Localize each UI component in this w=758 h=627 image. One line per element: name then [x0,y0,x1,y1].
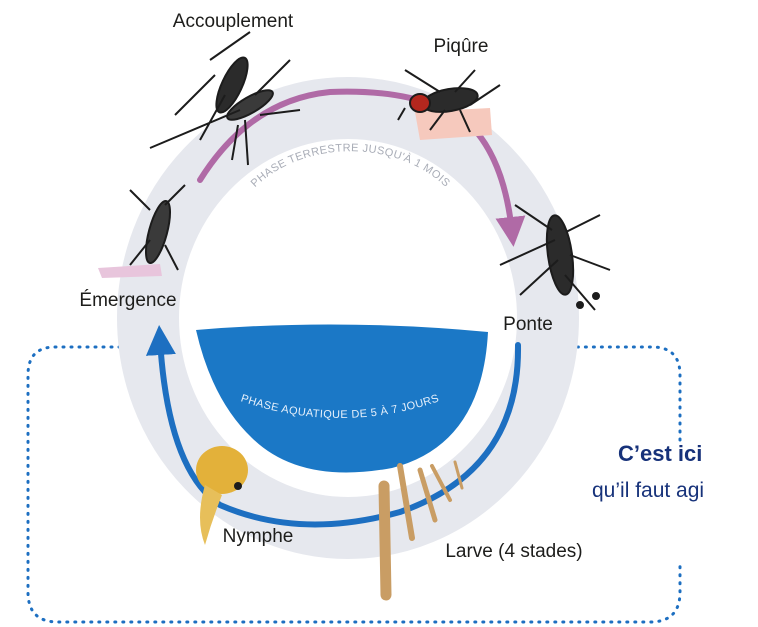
stage-label-larve: Larve (4 stades) [445,541,582,562]
callout-heading: C’est ici [618,441,702,467]
stage-label-ponte: Ponte [503,314,553,335]
stage-label-emergence: Émergence [79,290,176,311]
skin-patch [415,108,492,140]
water-splash [98,264,162,278]
stage-label-accouplement: Accouplement [173,11,294,32]
stage-label-nymphe: Nymphe [223,526,294,547]
callout-text: qu’il faut agi [592,479,758,503]
stage-label-piqure: Piqûre [434,36,489,57]
water-body [196,324,488,472]
